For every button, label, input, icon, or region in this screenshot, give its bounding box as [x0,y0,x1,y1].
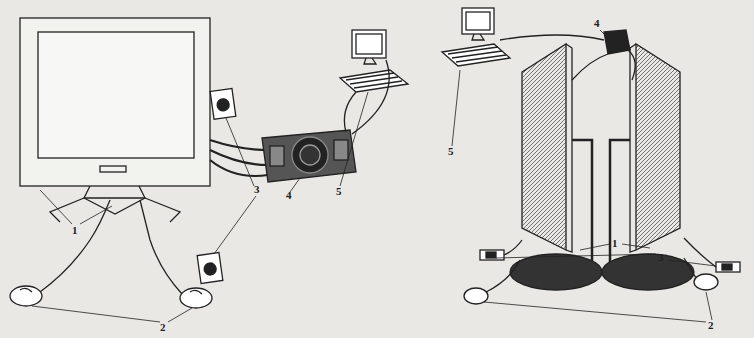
callout-number: 2 [160,322,166,333]
callout-number: 5 [336,186,342,197]
callout-number: 4 [594,18,600,29]
callout-number: 3 [254,184,260,195]
callout-number: 1 [72,225,78,236]
callout-number: 4 [286,190,292,201]
callout-number: 1 [612,238,618,249]
callout-number: 5 [448,146,454,157]
callout-number: 2 [708,320,714,331]
callout-number: 3 [658,252,664,263]
